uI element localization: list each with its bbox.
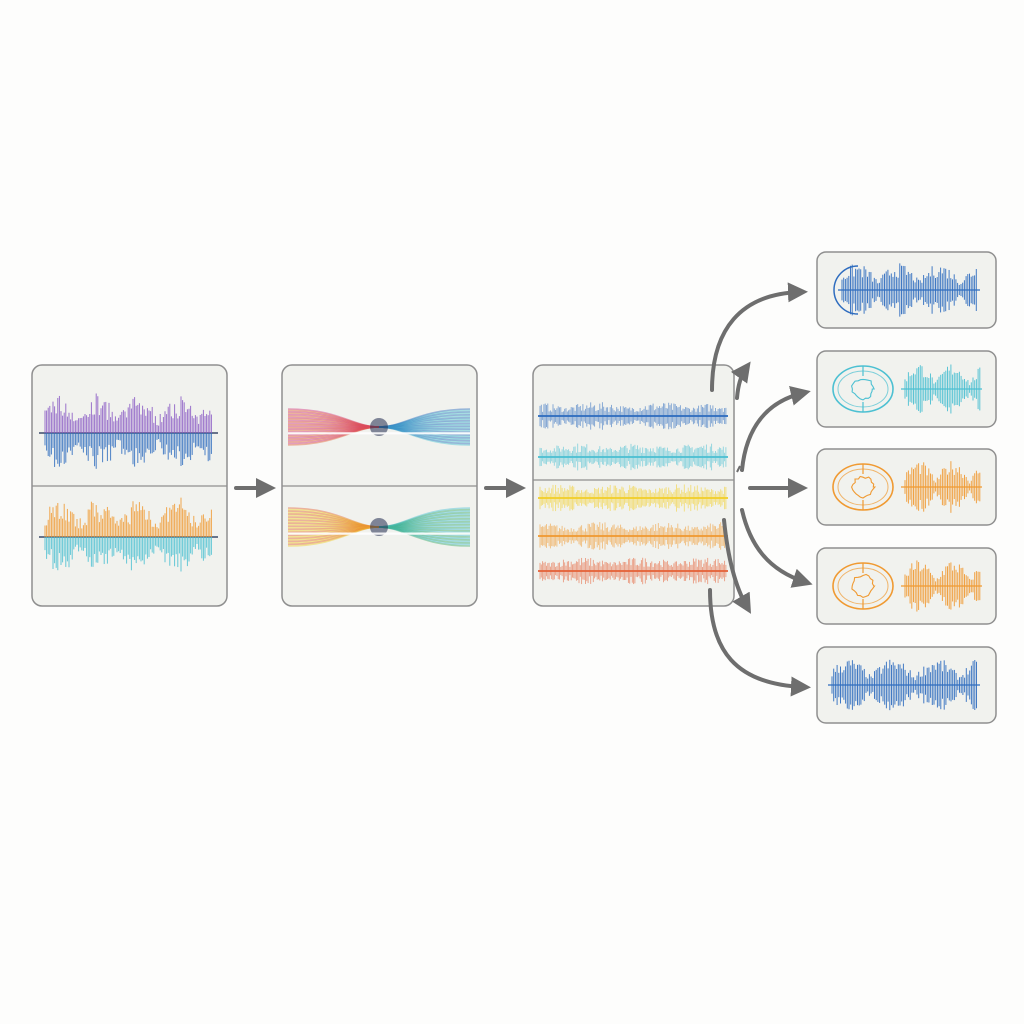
- stage-separated-bands: [532, 364, 735, 607]
- output-waveform: [901, 364, 982, 414]
- crossing-spectrum-1: [287, 408, 471, 446]
- output-1: [816, 251, 997, 329]
- arrow-tick: [736, 465, 741, 473]
- output-3: [816, 448, 997, 526]
- orb-emblem-icon: [832, 365, 894, 413]
- output-waveform: [828, 659, 980, 711]
- orb-emblem-icon: [832, 562, 894, 610]
- arrow-branch-short-2: [722, 518, 752, 614]
- stage-input-mixtures: [31, 364, 228, 607]
- output-5: [816, 646, 997, 724]
- arrow-to-output-2: [740, 386, 811, 472]
- output-panels: [816, 251, 997, 724]
- orb-emblem-icon: [832, 463, 894, 511]
- crossing-core: [370, 418, 388, 436]
- output-waveform: [901, 560, 982, 612]
- arrow-branch-short-1: [730, 361, 751, 400]
- arrow-to-output-4: [740, 508, 813, 588]
- input-waveform-1: [39, 393, 218, 469]
- orb-emblem-icon: [833, 265, 859, 315]
- flow-arrows: [234, 282, 813, 697]
- output-4: [816, 547, 997, 625]
- emblem-core: [851, 378, 875, 401]
- emblem-core: [850, 475, 877, 499]
- output-waveform: [838, 263, 980, 317]
- separated-bands: [538, 402, 728, 585]
- crossing-spectrum-2: [287, 507, 471, 547]
- stage-crossing-spectra: [281, 364, 478, 607]
- crossing-core: [370, 518, 388, 536]
- arrow-to-output-1: [710, 282, 808, 392]
- arrow-to-output-5: [708, 588, 811, 697]
- emblem-arc: [833, 265, 859, 315]
- output-waveform: [901, 461, 982, 513]
- output-2: [816, 350, 997, 428]
- emblem-core: [851, 573, 876, 599]
- input-waveform-2: [39, 497, 218, 572]
